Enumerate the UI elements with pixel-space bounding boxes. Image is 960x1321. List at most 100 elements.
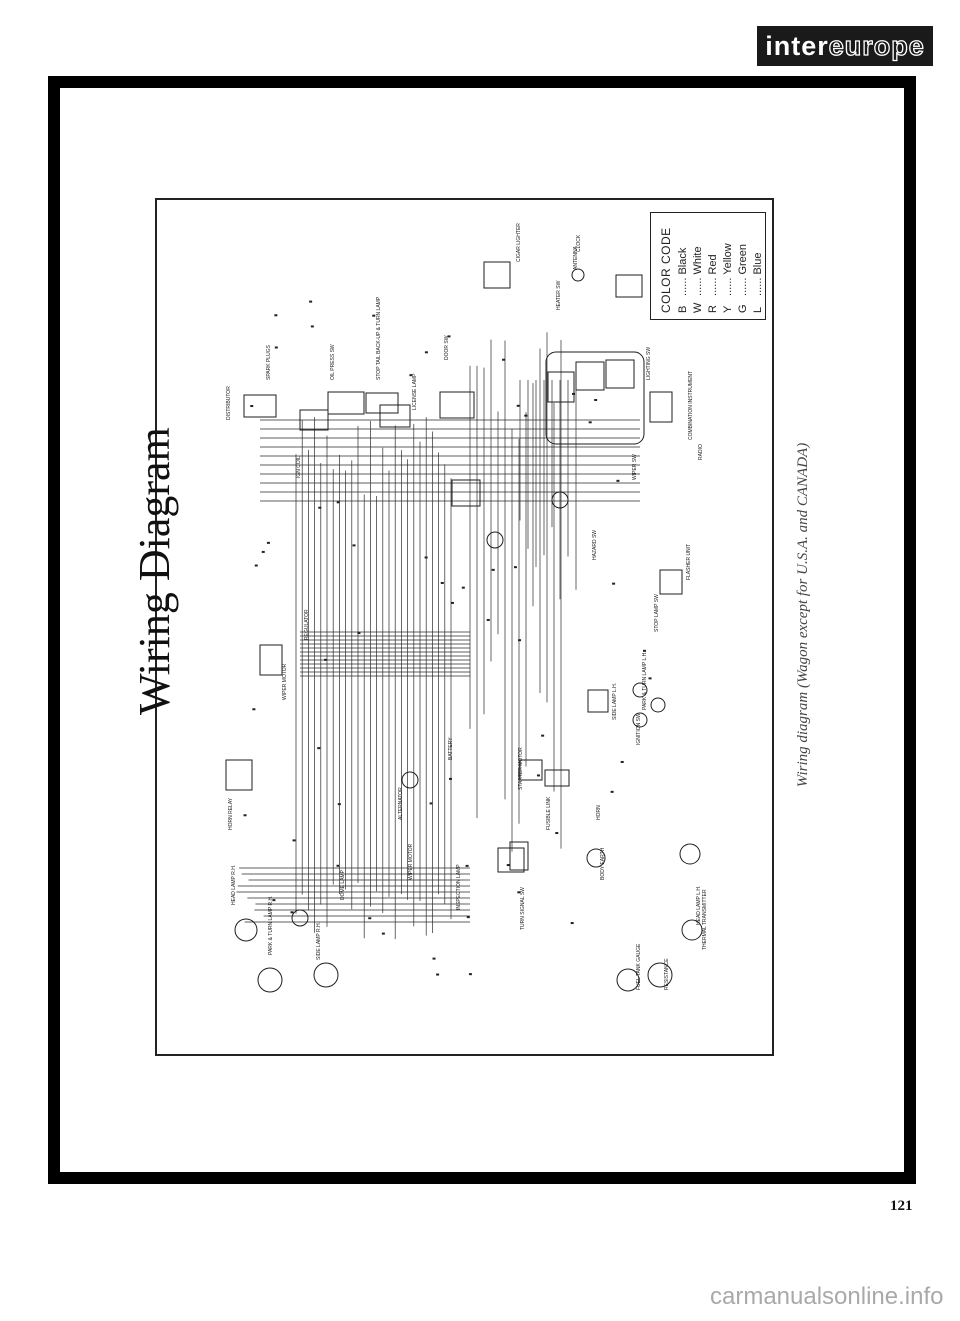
connector-block bbox=[439, 391, 475, 419]
component-label: STOP LAMP SW bbox=[654, 594, 660, 632]
terminal-mark bbox=[610, 790, 614, 793]
component-label: HEAD LAMP R.H. bbox=[231, 865, 237, 905]
component-label: RESISTANCE bbox=[664, 958, 670, 990]
terminal-mark bbox=[620, 760, 624, 763]
terminal-mark bbox=[309, 300, 313, 303]
lamp bbox=[632, 682, 648, 698]
component-label: WIPER MOTOR bbox=[282, 663, 288, 700]
component-label: BATTERY bbox=[448, 737, 454, 760]
component-label: BODY EARTH bbox=[600, 847, 606, 880]
terminal-mark bbox=[272, 899, 276, 902]
component-label: COMBINATION INSTRUMENT bbox=[688, 371, 694, 440]
terminal-mark bbox=[243, 814, 247, 817]
component-label: CLOCK bbox=[576, 234, 582, 252]
component-label: HORN RELAY bbox=[228, 797, 234, 830]
lamp bbox=[586, 848, 606, 868]
terminal-mark bbox=[468, 973, 472, 976]
lamp bbox=[313, 962, 339, 988]
terminal-mark bbox=[466, 916, 470, 919]
terminal-mark bbox=[250, 405, 254, 408]
component-label: OIL PRESS SW bbox=[330, 344, 336, 380]
terminal-mark bbox=[318, 506, 322, 509]
connector-block bbox=[243, 394, 277, 418]
connector-block bbox=[483, 261, 511, 289]
lamp bbox=[650, 697, 666, 713]
page-frame bbox=[48, 76, 916, 1184]
terminal-mark bbox=[450, 601, 454, 604]
terminal-mark bbox=[486, 618, 490, 621]
component-label: STOP TAIL BACK-UP & TURN LAMP bbox=[376, 296, 382, 380]
connector-block bbox=[379, 404, 411, 428]
connector-block bbox=[615, 274, 643, 298]
terminal-mark bbox=[572, 392, 576, 395]
terminal-mark bbox=[648, 677, 652, 680]
terminal-mark bbox=[336, 501, 340, 504]
terminal-mark bbox=[491, 568, 495, 571]
terminal-mark bbox=[616, 479, 620, 482]
color-code-title: COLOR CODE bbox=[659, 227, 673, 313]
terminal-mark bbox=[440, 581, 444, 584]
wiring-diagram-box bbox=[155, 198, 774, 1056]
color-code-row: B ...... Black bbox=[677, 247, 689, 313]
color-code-row: G ...... Green bbox=[737, 243, 749, 313]
lamp bbox=[681, 919, 703, 941]
connector-block bbox=[327, 391, 365, 415]
terminal-mark bbox=[368, 917, 372, 920]
component-label: HEATER SW bbox=[556, 280, 562, 310]
terminal-mark bbox=[570, 922, 574, 925]
terminal-mark bbox=[555, 832, 559, 835]
terminal-mark bbox=[424, 351, 428, 354]
color-code-legend: COLOR CODE B ...... Black W ...... White… bbox=[650, 212, 766, 320]
terminal-mark bbox=[461, 586, 465, 589]
connector-block bbox=[225, 759, 253, 791]
color-code-row: W ...... White bbox=[692, 246, 704, 313]
terminal-mark bbox=[516, 404, 520, 407]
lamp bbox=[234, 918, 258, 942]
lamp bbox=[647, 962, 673, 988]
component-label: IGN COIL bbox=[296, 456, 302, 478]
terminal-mark bbox=[424, 556, 428, 559]
lamp bbox=[551, 491, 569, 509]
connector-block bbox=[259, 644, 283, 676]
combination-instrument bbox=[545, 351, 645, 445]
terminal-mark bbox=[292, 839, 296, 842]
component-label: HORN bbox=[596, 805, 602, 820]
component-label: DOME LAMP bbox=[340, 869, 346, 900]
component-label: SPARK PLUGS bbox=[266, 344, 272, 380]
brand-logo-part1: inter bbox=[765, 30, 829, 61]
component-label: PARK & TURN LAMP R.H. bbox=[268, 896, 274, 955]
lamp bbox=[679, 843, 701, 865]
brand-logo-part2: europe bbox=[828, 30, 925, 61]
color-code-row: Y ...... Yellow bbox=[722, 243, 734, 313]
terminal-mark bbox=[274, 314, 278, 317]
terminal-mark bbox=[536, 774, 540, 777]
component-label: LIGHTING SW bbox=[646, 347, 652, 380]
connector-block bbox=[649, 391, 673, 423]
terminal-mark bbox=[517, 891, 521, 894]
lamp bbox=[401, 771, 419, 789]
connector-block bbox=[519, 759, 543, 781]
color-code-row: L ...... Blue bbox=[752, 252, 764, 313]
terminal-mark bbox=[324, 658, 328, 661]
connector-block bbox=[299, 409, 329, 431]
lamp bbox=[616, 968, 640, 992]
component-label: ANTENNA bbox=[573, 245, 579, 270]
component-label: CIGAR LIGHTER bbox=[516, 223, 522, 262]
terminal-mark bbox=[336, 864, 340, 867]
terminal-mark bbox=[266, 541, 270, 544]
lamp bbox=[486, 531, 504, 549]
component-label: PARK & TURN LAMP L.H. bbox=[642, 651, 648, 710]
terminal-mark bbox=[317, 747, 321, 750]
connector-block bbox=[605, 359, 635, 389]
connector-block bbox=[587, 689, 609, 713]
lamp bbox=[257, 967, 283, 993]
component-label: FUSIBLE LINK bbox=[546, 796, 552, 830]
terminal-mark bbox=[381, 932, 385, 935]
component-label: THERMAL TRANSMITTER bbox=[702, 889, 708, 950]
terminal-mark bbox=[429, 802, 433, 805]
component-label: FLASHER UNIT bbox=[686, 544, 692, 580]
component-label: WIPER MOTOR bbox=[408, 843, 414, 880]
terminal-mark bbox=[513, 566, 517, 569]
component-label: RADIO bbox=[698, 444, 704, 460]
connector-block bbox=[547, 371, 575, 403]
